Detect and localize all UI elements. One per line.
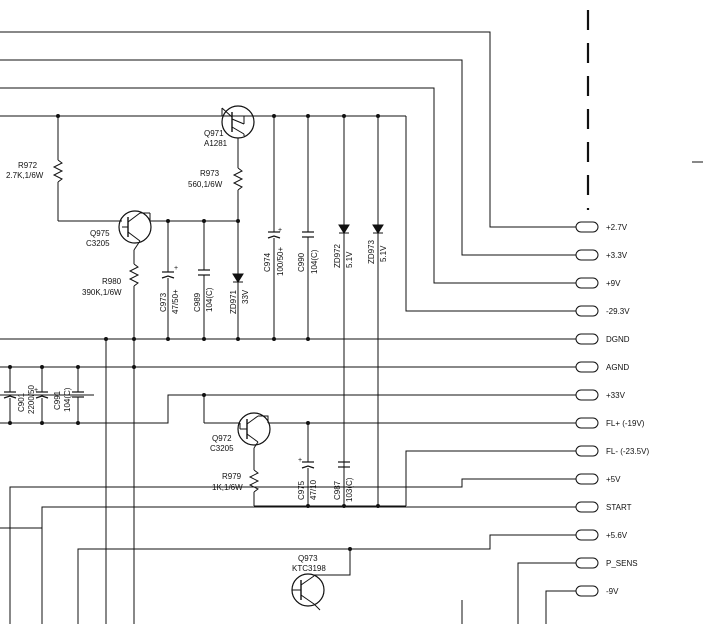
- c901-plus: +: [34, 387, 38, 394]
- pin-label-p9: +9V: [606, 279, 621, 288]
- wire-flm: [405, 450, 576, 506]
- c901-value: 2200/50: [27, 385, 36, 414]
- wire-p5: [9, 478, 576, 624]
- zd972-ref: ZD972: [333, 243, 342, 268]
- c975-ref: C975: [297, 480, 306, 500]
- c974-value: 100/50+: [276, 247, 285, 276]
- wire-p9: [0, 87, 576, 284]
- wire-start: [41, 506, 576, 624]
- wire-p27: [0, 31, 576, 228]
- connector-sockets: [575, 221, 599, 597]
- pin-label-dgnd: DGND: [606, 335, 630, 344]
- q971-ref: Q971: [204, 129, 224, 138]
- wire-p33: [0, 59, 576, 256]
- pin-label-agnd: AGND: [606, 363, 629, 372]
- pin-label-p27: +2.7V: [606, 223, 628, 232]
- zd971-ref: ZD971: [229, 289, 238, 314]
- c901-ref: C901: [17, 392, 26, 412]
- r980-value: 390K,1/6W: [82, 288, 122, 297]
- r973-value: 560,1/6W: [188, 180, 223, 189]
- c973-plus: +: [174, 265, 178, 272]
- wire-p56: [77, 534, 576, 624]
- q973-section: Q973 KTC3198: [291, 547, 352, 611]
- c973-ref: C973: [159, 292, 168, 312]
- pin-label-m293: -29.3V: [606, 307, 630, 316]
- c987-value: 103(C): [345, 477, 354, 502]
- left-filter-caps: + C901 2200/50 C991 104(C): [0, 365, 94, 425]
- c989-value: 104(C): [205, 287, 214, 312]
- r973-ref: R973: [200, 169, 220, 178]
- regulator-upper: Q971 A1281 R972 2.7K,1/6W R973 560,1/6W …: [6, 105, 406, 624]
- zd973-value: 5.1V: [379, 245, 388, 262]
- c975-plus: +: [298, 457, 302, 464]
- pin-label-p56: +5.6V: [606, 531, 628, 540]
- q972-ref: Q972: [212, 434, 232, 443]
- q972-part: C3205: [210, 444, 234, 453]
- r972-value: 2.7K,1/6W: [6, 171, 44, 180]
- c975-value: 47/10: [309, 479, 318, 500]
- zd971-value: 33V: [241, 289, 250, 304]
- c974-plus: +: [278, 227, 282, 234]
- resistor-r979-symbol: [248, 469, 260, 493]
- wire-m9: [545, 590, 576, 624]
- q975-ref: Q975: [90, 229, 110, 238]
- transistor-q975-symbol: [118, 210, 152, 244]
- c991-value: 104(C): [63, 387, 72, 412]
- r979-ref: R979: [222, 472, 242, 481]
- pin-label-flm: FL- (-23.5V): [606, 447, 649, 456]
- pin-label-p33: +3.3V: [606, 251, 628, 260]
- q973-part: KTC3198: [292, 564, 326, 573]
- pin-label-start: START: [606, 503, 632, 512]
- transistor-q972-symbol: [237, 412, 271, 446]
- regulator-lower: Q972 C3205 R979 1K,1/6W + C975 47/10 C98…: [202, 393, 406, 508]
- c989-ref: C989: [193, 292, 202, 312]
- connector-pins: +2.7V +3.3V +9V -29.3V DGND AGND +33V FL…: [0, 31, 649, 624]
- wire-p33v: [0, 394, 576, 424]
- resistor-r973-symbol: [232, 167, 244, 191]
- c973-value: 47/50+: [171, 289, 180, 314]
- q971-part: A1281: [204, 139, 228, 148]
- pin-label-p33v: +33V: [606, 391, 626, 400]
- c974-ref: C974: [263, 252, 272, 272]
- c987-ref: C987: [333, 480, 342, 500]
- zd972-value: 5.1V: [345, 251, 354, 268]
- r979-value: 1K,1/6W: [212, 483, 243, 492]
- pin-label-flp: FL+ (-19V): [606, 419, 645, 428]
- resistor-r980-symbol: [128, 263, 140, 287]
- wire-m293: [405, 116, 576, 312]
- wire-psens: [517, 562, 576, 624]
- pin-label-psens: P_SENS: [606, 559, 638, 568]
- pin-label-m9: -9V: [606, 587, 619, 596]
- c990-value: 104(C): [310, 249, 319, 274]
- q975-part: C3205: [86, 239, 110, 248]
- c991-ref: C991: [53, 390, 62, 410]
- c990-ref: C990: [297, 252, 306, 272]
- pin-label-p5: +5V: [606, 475, 621, 484]
- r980-ref: R980: [102, 277, 122, 286]
- q973-ref: Q973: [298, 554, 318, 563]
- r972-ref: R972: [18, 161, 38, 170]
- resistor-r972-symbol: [52, 159, 64, 183]
- zd973-ref: ZD973: [367, 239, 376, 264]
